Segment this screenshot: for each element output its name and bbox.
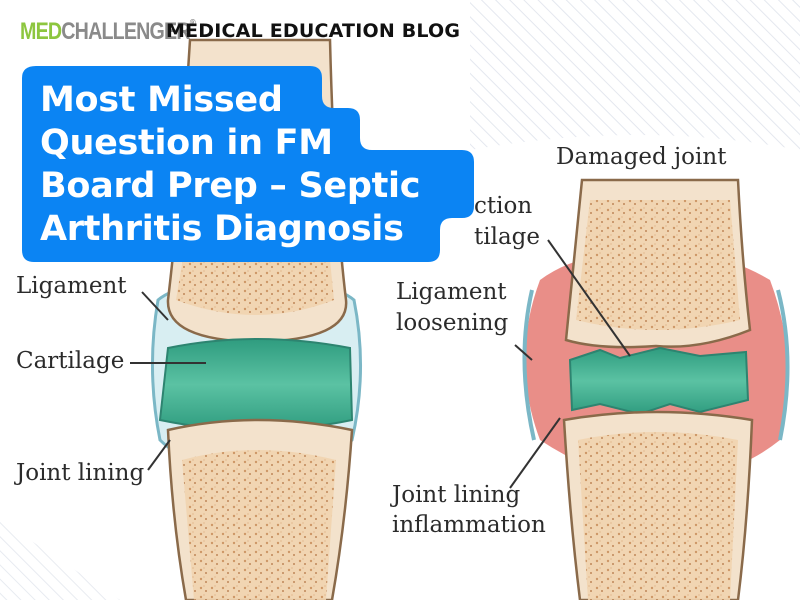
header-bar: MEDCHALLENGER® MEDICAL EDUCATION BLOG	[0, 0, 800, 62]
label-ligament: Ligament	[16, 273, 127, 299]
label-damaged-joint: Damaged joint	[556, 144, 727, 170]
label-cartilage: Cartilage	[16, 348, 125, 374]
brand-logo[interactable]: MEDCHALLENGER®	[20, 18, 196, 46]
headline-card	[22, 66, 474, 262]
damaged-joint-illustration	[522, 178, 790, 600]
blog-title: MEDICAL EDUCATION BLOG	[166, 20, 461, 42]
headline-text: Most Missed Question in FM Board Prep – …	[40, 80, 421, 249]
label-cartilage-reduction-2: tilage	[474, 224, 541, 250]
label-joint-lining-inflammation-2: inflammation	[392, 512, 546, 538]
label-joint-lining: Joint lining	[16, 460, 145, 486]
label-joint-lining-inflammation-1: Joint lining	[392, 482, 521, 508]
label-ligament-loosening-1: Ligament	[396, 279, 507, 305]
logo-mark: ®	[189, 18, 196, 29]
label-ligament-loosening-2: loosening	[396, 310, 509, 336]
logo-med-text: MED	[20, 18, 62, 45]
label-cartilage-reduction-1: ction	[474, 193, 533, 219]
logo-challenger-text: CHALLENGER	[61, 18, 190, 45]
